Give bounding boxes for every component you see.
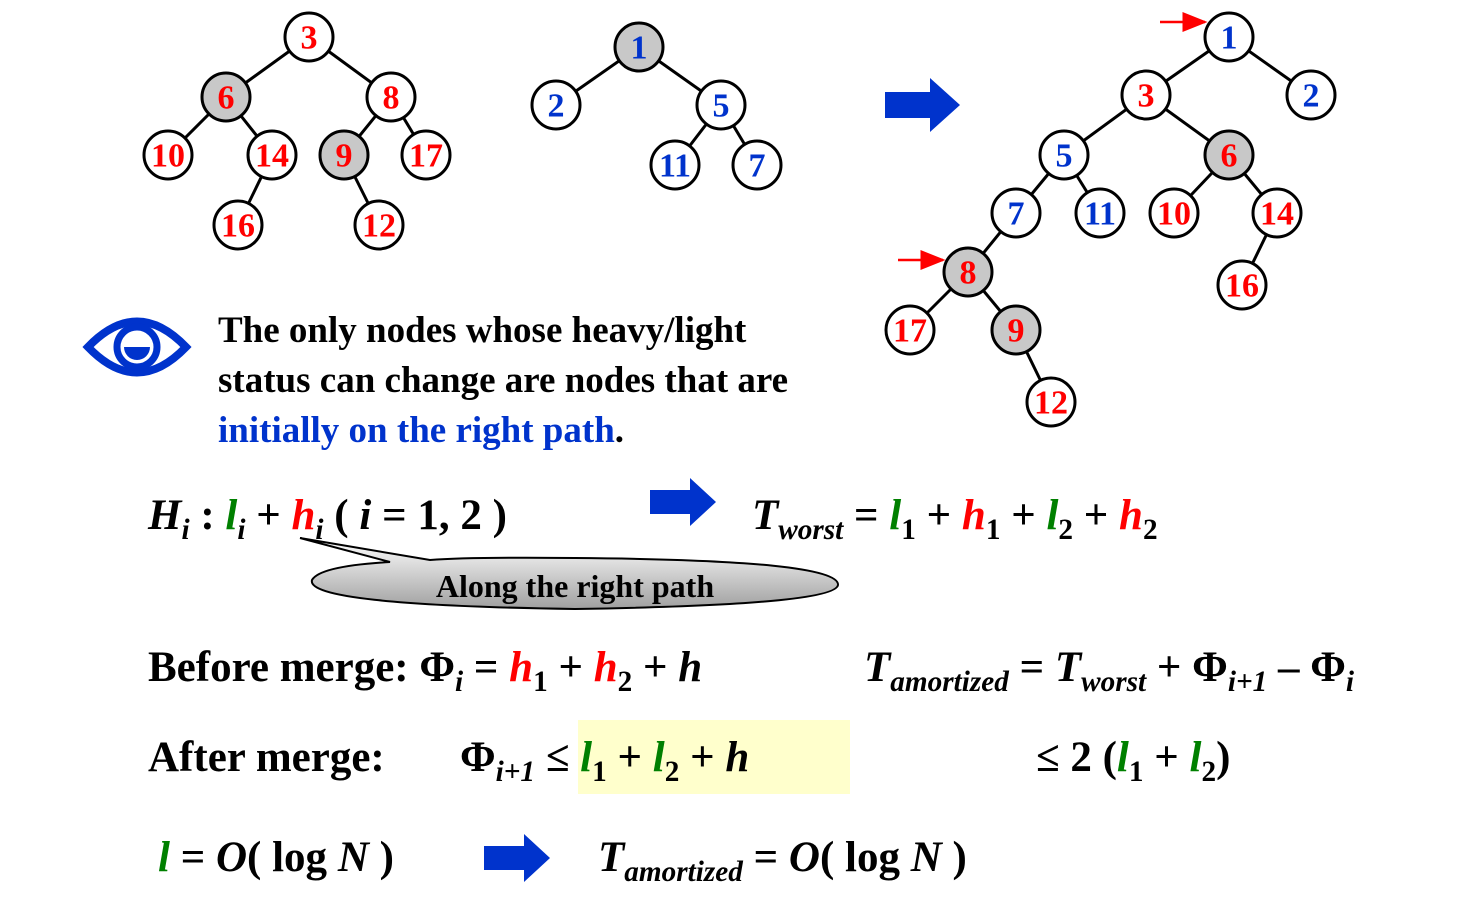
merged-node-3: 3 xyxy=(1120,69,1172,121)
equation-l-bound: l = O( log N ) xyxy=(158,834,394,881)
note-period: . xyxy=(614,410,625,451)
merged-node-16: 16 xyxy=(1216,259,1268,311)
eye-icon xyxy=(82,317,192,377)
svg-text:14: 14 xyxy=(255,138,289,175)
merged-node-11: 11 xyxy=(1074,187,1126,239)
merged-node-14: 14 xyxy=(1251,187,1303,239)
svg-text:2: 2 xyxy=(548,88,565,125)
heap1-node-8: 8 xyxy=(365,71,417,123)
heap1-node-12: 12 xyxy=(353,199,405,251)
equation-final: Tamortized = O( log N ) xyxy=(598,834,967,889)
heap2-node-5: 5 xyxy=(695,79,747,131)
equation-t-worst: Tworst = l1 + h1 + l2 + h2 xyxy=(752,492,1158,547)
big-arrow-1 xyxy=(885,78,960,132)
svg-text:14: 14 xyxy=(1260,196,1294,233)
svg-text:6: 6 xyxy=(1221,138,1238,175)
note-line-1: The only nodes whose heavy/light xyxy=(218,310,747,351)
note-right-path-phrase: initially on the right path xyxy=(218,410,615,451)
svg-text:12: 12 xyxy=(362,208,396,245)
merged-node-1: 1 xyxy=(1203,11,1255,63)
merged-node-17: 17 xyxy=(884,304,936,356)
big-arrow-3 xyxy=(484,834,550,882)
merged-node-6: 6 xyxy=(1203,129,1255,181)
svg-text:16: 16 xyxy=(221,208,255,245)
svg-text:17: 17 xyxy=(893,313,927,350)
callout-bubble xyxy=(299,537,840,611)
equation-amortized: Tamortized = Tworst + Φi+1 – Φi xyxy=(864,644,1355,699)
equation-before-merge: Before merge: Φi = h1 + h2 + h xyxy=(148,644,703,699)
svg-text:11: 11 xyxy=(659,148,691,185)
svg-text:7: 7 xyxy=(1008,196,1025,233)
note-line-3: initially on the right path. xyxy=(218,412,624,449)
merged-node-10: 10 xyxy=(1148,187,1200,239)
svg-text:9: 9 xyxy=(336,138,353,175)
heap1-node-6: 6 xyxy=(200,71,252,123)
svg-text:9: 9 xyxy=(1008,313,1025,350)
note-line-2: status can change are nodes that are xyxy=(218,360,789,401)
svg-text:3: 3 xyxy=(301,20,318,57)
merged-node-9: 9 xyxy=(990,304,1042,356)
heap1-node-3: 3 xyxy=(283,11,335,63)
equation-bound: ≤ 2 (l1 + l2) xyxy=(1036,734,1231,789)
heap2-node-1: 1 xyxy=(613,21,665,73)
svg-text:17: 17 xyxy=(409,138,443,175)
svg-text:3: 3 xyxy=(1138,78,1155,115)
svg-text:10: 10 xyxy=(1157,196,1191,233)
merged-node-12: 12 xyxy=(1025,376,1077,428)
equation-heap-cost: Hi : li + hi ( i = 1, 2 ) xyxy=(148,492,507,547)
svg-text:1: 1 xyxy=(1221,20,1238,57)
big-arrow-2 xyxy=(650,478,716,526)
after-merge-highlight xyxy=(578,720,850,794)
merged-node-8: 8 xyxy=(942,246,994,298)
svg-text:16: 16 xyxy=(1225,268,1259,305)
svg-text:5: 5 xyxy=(1056,138,1073,175)
svg-text:10: 10 xyxy=(151,138,185,175)
heap1-node-10: 10 xyxy=(142,129,194,181)
heap2-node-7: 7 xyxy=(731,139,783,191)
svg-text:11: 11 xyxy=(1084,196,1116,233)
svg-text:12: 12 xyxy=(1034,385,1068,422)
heap1-node-17: 17 xyxy=(400,129,452,181)
equation-after-merge: Φi+1 ≤ l1 + l2 + h xyxy=(460,734,750,789)
svg-text:8: 8 xyxy=(960,255,977,292)
merged-node-7: 7 xyxy=(990,187,1042,239)
callout-label: Along the right path xyxy=(435,568,715,604)
heap2-node-11: 11 xyxy=(649,139,701,191)
heap1-node-9: 9 xyxy=(318,129,370,181)
heap1-node-14: 14 xyxy=(246,129,298,181)
svg-text:8: 8 xyxy=(383,80,400,117)
svg-text:5: 5 xyxy=(713,88,730,125)
merged-node-5: 5 xyxy=(1038,129,1090,181)
merged-node-2: 2 xyxy=(1285,69,1337,121)
heap2-node-2: 2 xyxy=(530,79,582,131)
svg-text:1: 1 xyxy=(631,30,648,67)
svg-text:7: 7 xyxy=(749,148,766,185)
svg-text:6: 6 xyxy=(218,80,235,117)
after-merge-label: After merge: xyxy=(148,734,385,781)
heap1-node-16: 16 xyxy=(212,199,264,251)
svg-text:2: 2 xyxy=(1303,78,1320,115)
